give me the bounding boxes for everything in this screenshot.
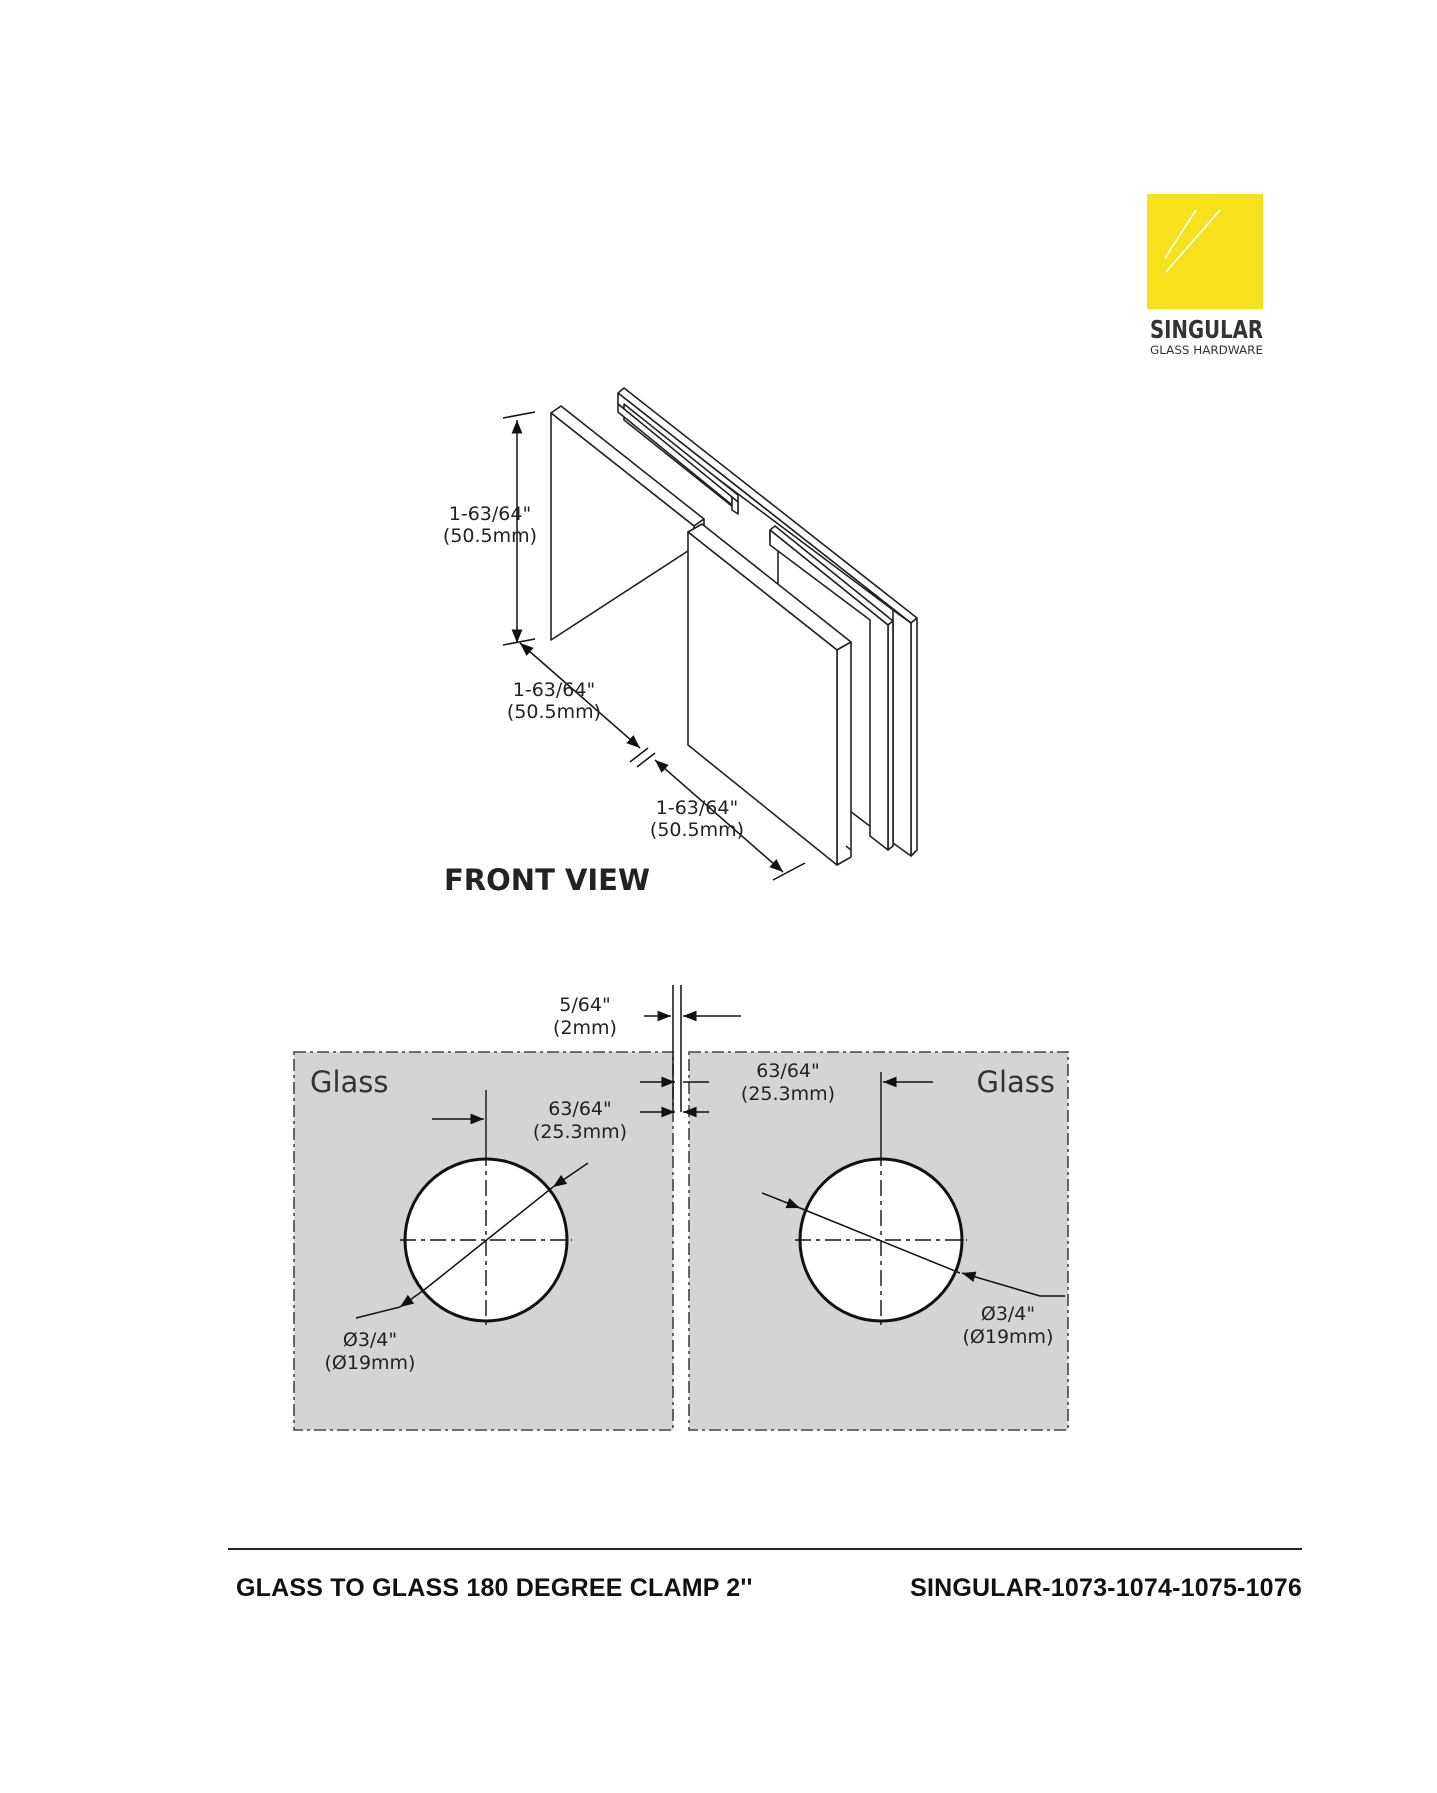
front-view-dimensions: [502, 411, 806, 881]
right-panel-label: Glass: [976, 1065, 1055, 1099]
left-offset-imperial: 63/64": [548, 1098, 612, 1120]
width-dim-1-metric: (50.5mm): [507, 701, 601, 723]
right-offset-imperial: 63/64": [756, 1060, 820, 1082]
right-hole-imperial: Ø3/4": [981, 1303, 1035, 1325]
back-pad-right: [769, 525, 894, 851]
left-hole-imperial: Ø3/4": [343, 1329, 397, 1351]
gap-dim-label: 5/64" (2mm): [553, 994, 617, 1039]
front-view-title: FRONT VIEW: [444, 863, 650, 897]
footer-divider: [228, 1548, 1302, 1550]
product-name: GLASS TO GLASS 180 DEGREE CLAMP 2'': [236, 1574, 753, 1602]
left-offset-dim-label: 63/64" (25.3mm): [533, 1098, 627, 1143]
product-code: SINGULAR-1073-1074-1075-1076: [910, 1574, 1302, 1602]
brand-logo: SINGULAR GLASS HARDWARE: [1147, 194, 1263, 357]
right-hole-metric: (Ø19mm): [963, 1326, 1054, 1348]
height-dim-label: 1-63/64" (50.5mm): [443, 503, 537, 547]
brand-name: SINGULAR: [1150, 315, 1263, 344]
right-hole-dim-label: Ø3/4" (Ø19mm): [963, 1303, 1054, 1348]
width-dim-1-imperial: 1-63/64": [513, 679, 595, 701]
right-offset-dim-label: 63/64" (25.3mm): [741, 1060, 835, 1105]
width-dim-2-metric: (50.5mm): [650, 819, 744, 841]
width-dim-1-label: 1-63/64" (50.5mm): [507, 679, 601, 723]
front-plate-right: [687, 523, 852, 866]
width-dim-2-label: 1-63/64" (50.5mm): [650, 797, 744, 841]
back-plate: [617, 387, 918, 857]
back-pad-left: [617, 403, 739, 515]
height-dim-metric: (50.5mm): [443, 525, 537, 547]
gap-dim-metric: (2mm): [553, 1017, 617, 1039]
brand-tagline: GLASS HARDWARE: [1150, 343, 1263, 357]
left-hole-dim-label: Ø3/4" (Ø19mm): [325, 1329, 416, 1374]
left-panel-label: Glass: [310, 1065, 389, 1099]
width-dim-2-imperial: 1-63/64": [656, 797, 738, 819]
height-dim-imperial: 1-63/64": [449, 503, 531, 525]
right-offset-metric: (25.3mm): [741, 1083, 835, 1105]
left-offset-metric: (25.3mm): [533, 1121, 627, 1143]
left-hole-metric: (Ø19mm): [325, 1352, 416, 1374]
logo-yellow-square: [1147, 194, 1263, 309]
front-view-drawing: [550, 387, 918, 866]
plan-view-drawing: [293, 985, 1069, 1431]
gap-dim-imperial: 5/64": [559, 994, 610, 1016]
